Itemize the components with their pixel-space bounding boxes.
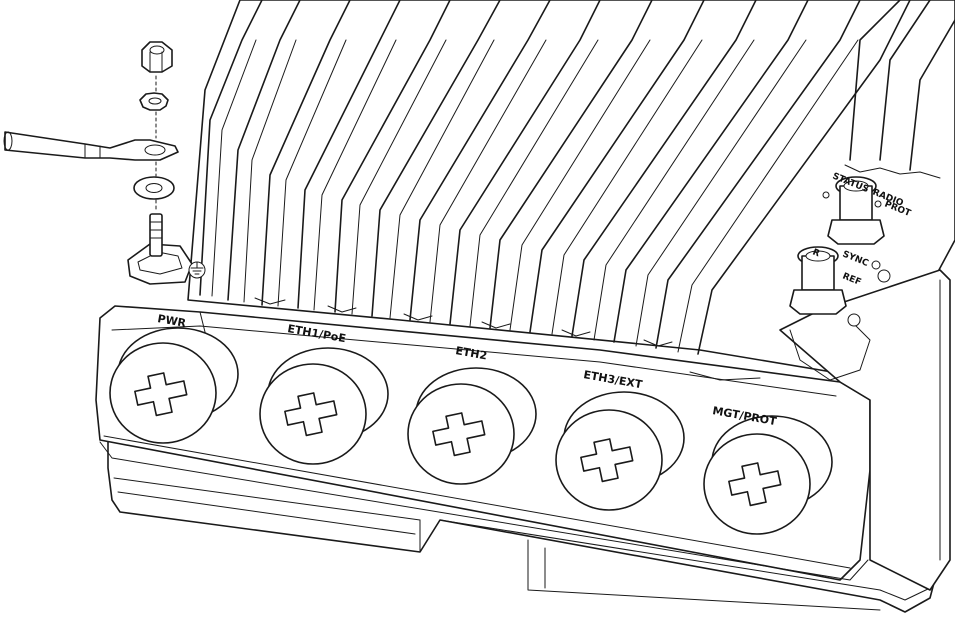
cross-cap-icon [580,438,634,483]
port-label-eth2: ETH2 [454,344,488,362]
port-cap-pwr [109,327,239,444]
port-cap-eth1 [259,347,389,465]
side-plate [779,269,951,591]
port-label-pwr: PWR [156,312,187,330]
cross-cap-icon [432,412,486,457]
cross-cap-icon [134,372,188,417]
port-cap-eth3 [555,391,685,511]
port-cap-eth2 [407,367,537,485]
cross-cap-icon [284,392,338,437]
label-upper-prefix: R [811,248,821,260]
side-connectors [789,176,891,327]
cross-cap-icon [728,462,782,507]
ground-stud-assembly [3,41,206,285]
heat-sink-fins [187,0,955,381]
port-cap-mgt [703,415,833,535]
